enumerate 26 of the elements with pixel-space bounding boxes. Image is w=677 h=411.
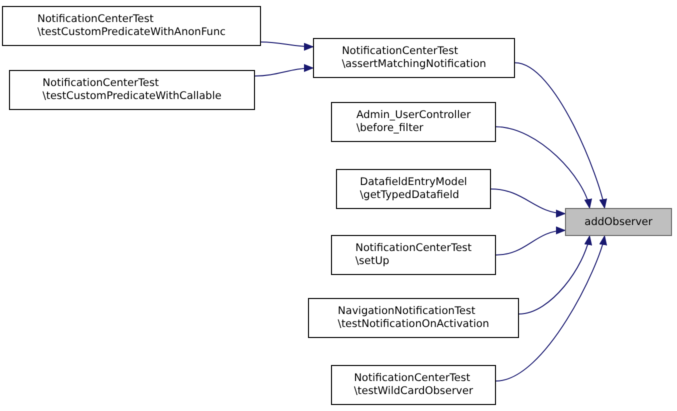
function-name: NotificationCenterTest \testCustomPredicateWithAnonFunc: [37, 13, 226, 39]
function-box: [2, 6, 261, 46]
call-arrow: [518, 235, 592, 314]
call-arrow: [496, 235, 606, 382]
function-box: [308, 298, 519, 338]
function-box: [331, 235, 496, 275]
function-name: NavigationNotificationTest \testNotificationOnActivation: [338, 305, 490, 331]
function-name: NotificationCenterTest \assertMatchingNotification: [342, 45, 486, 71]
function-name: NotificationCenterTest \testWildCardObserver: [354, 372, 474, 398]
call-arrow: [260, 42, 314, 51]
function-name: Admin_UserController \before_filter: [356, 109, 471, 135]
call-arrow: [496, 227, 566, 256]
function-box: [9, 70, 255, 110]
highlighted-function-box: [565, 208, 672, 236]
function-box: [331, 102, 496, 142]
call-arrow: [496, 126, 592, 209]
function-name: DatafieldEntryModel \getTypedDatafield: [360, 176, 468, 202]
function-name: NotificationCenterTest \testCustomPredicateWithCallable: [42, 77, 222, 103]
call-arrow: [490, 188, 566, 217]
function-name: NotificationCenterTest \setUp: [355, 242, 472, 268]
call-arrow: [514, 62, 607, 209]
call-arrow: [254, 64, 314, 76]
function-box: [313, 38, 515, 78]
function-name: addObserver: [584, 216, 652, 228]
function-box: [331, 365, 496, 405]
function-box: [336, 169, 491, 209]
